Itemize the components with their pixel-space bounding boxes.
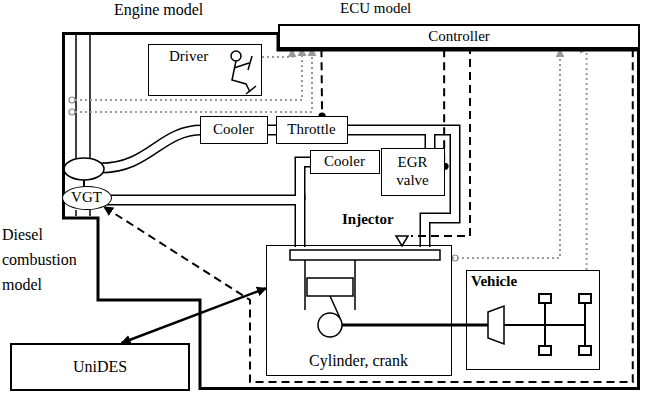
vgt-ellipse: VGT [62, 186, 112, 210]
sensor-line [75, 48, 312, 112]
vehicle-axles [504, 294, 591, 355]
node-label: Cooler [213, 121, 254, 138]
sensor-point [69, 109, 75, 115]
model-heading: Engine model [114, 1, 203, 19]
node-label: VGT [71, 189, 102, 206]
driver-box: Driver [148, 44, 262, 96]
model-heading: ECU model [340, 0, 411, 17]
control-signal [320, 49, 323, 116]
driver-figure [231, 51, 256, 94]
controller-box: ECU modelController [278, 24, 640, 49]
egr-valve-box: EGR valve [381, 148, 445, 196]
node-label: Cooler [324, 153, 365, 170]
unides-box: UniDES [10, 343, 190, 391]
vehicle-box: Vehicle [466, 270, 600, 370]
node-label: EGR valve [388, 154, 437, 189]
node-label: Cylinder, crank [309, 352, 408, 370]
injector-command-line [411, 46, 470, 236]
sensor-line [75, 48, 302, 100]
cylinder-crank-box: Cylinder, crank [266, 245, 452, 376]
sensor-signal [452, 49, 560, 258]
coupling-arrow [122, 288, 266, 343]
sensor-point [69, 97, 75, 103]
duct-inner [100, 130, 455, 247]
throttle-box: Throttle [276, 116, 348, 144]
cooler-box: Cooler [310, 150, 380, 174]
node-label: Driver [169, 48, 208, 65]
duct-outline [100, 130, 455, 247]
region-border [64, 34, 639, 389]
node-label: Controller [428, 28, 490, 45]
injector-label: Injector [342, 211, 394, 228]
cooler-box: Cooler [200, 116, 268, 144]
exhaust-outlet [76, 210, 90, 216]
sensor-signal [587, 49, 588, 270]
compressor [64, 158, 104, 180]
node-label: Vehicle [471, 273, 517, 290]
gearbox [488, 306, 504, 344]
model-label: Diesel combustion model [2, 222, 96, 297]
air-inlet [76, 34, 90, 159]
control-signal [104, 49, 633, 382]
node-label: Throttle [287, 121, 335, 138]
node-label: UniDES [73, 358, 127, 376]
